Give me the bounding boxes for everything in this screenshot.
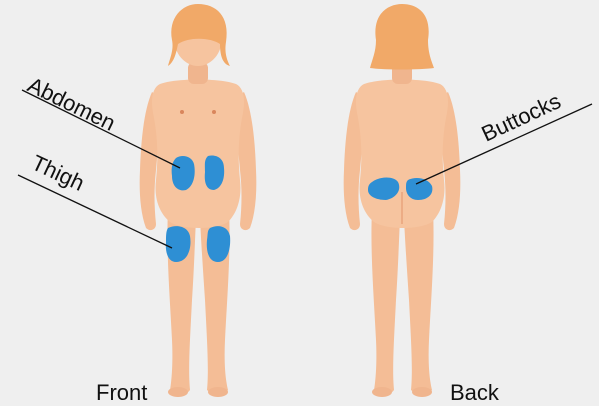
back-figure [344, 4, 461, 397]
label-abdomen: Abdomen [24, 72, 120, 136]
label-thigh: Thigh [28, 150, 88, 196]
front-left-foot [168, 387, 188, 397]
label-front: Front [96, 380, 147, 405]
back-right-foot [412, 387, 432, 397]
back-right-leg [404, 210, 434, 395]
front-figure [140, 4, 257, 397]
front-nipple-right [212, 110, 216, 114]
label-buttocks: Buttocks [478, 88, 565, 146]
back-left-leg [371, 210, 400, 395]
label-back: Back [450, 380, 500, 405]
back-left-foot [372, 387, 392, 397]
front-right-foot [208, 387, 228, 397]
front-nipple-left [180, 110, 184, 114]
back-hair [370, 4, 434, 70]
front-torso [152, 80, 244, 229]
